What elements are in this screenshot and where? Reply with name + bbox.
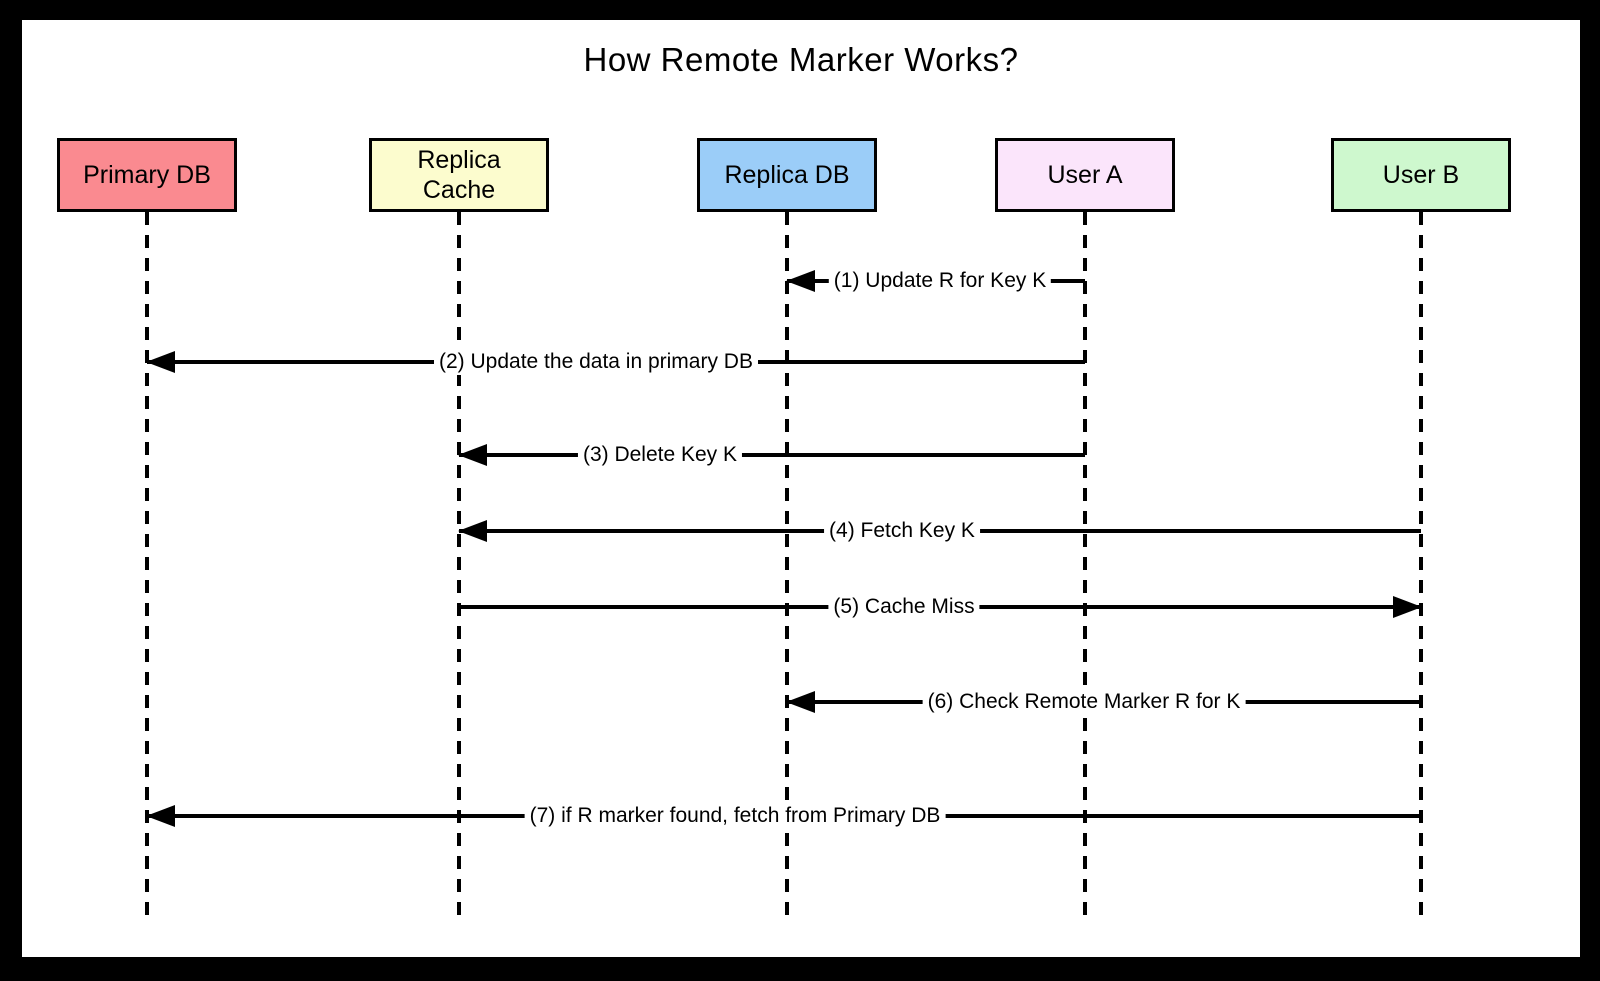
arrowhead-icon — [1393, 596, 1422, 618]
arrowhead-icon — [146, 351, 175, 373]
actor-box-replica-db: Replica DB — [697, 138, 877, 212]
actor-box-primary-db: Primary DB — [57, 138, 237, 212]
actor-label-replica-cache: Replica Cache — [417, 145, 501, 205]
actor-box-user-b: User B — [1331, 138, 1511, 212]
lifeline-user-b — [1419, 212, 1423, 920]
message-label-1: (1) Update R for Key K — [828, 268, 1052, 294]
lifeline-primary-db — [145, 212, 149, 920]
actor-box-replica-cache: Replica Cache — [369, 138, 549, 212]
arrowhead-icon — [458, 444, 487, 466]
lifeline-user-a — [1083, 212, 1087, 920]
actor-label-primary-db: Primary DB — [83, 160, 211, 189]
message-line-3 — [459, 453, 1085, 457]
actor-box-user-a: User A — [995, 138, 1175, 212]
lifeline-replica-cache — [457, 212, 461, 920]
message-label-7: (7) if R marker found, fetch from Primar… — [524, 803, 946, 829]
actor-label-user-b: User B — [1382, 160, 1460, 189]
arrowhead-icon — [146, 805, 175, 827]
message-label-5: (5) Cache Miss — [828, 594, 980, 620]
arrowhead-icon — [786, 270, 815, 292]
arrowhead-icon — [786, 691, 815, 713]
actor-label-replica-db: Replica DB — [724, 160, 850, 189]
lifeline-replica-db — [785, 212, 789, 920]
arrowhead-icon — [458, 520, 487, 542]
message-label-4: (4) Fetch Key K — [824, 518, 980, 544]
message-label-6: (6) Check Remote Marker R for K — [922, 689, 1246, 715]
actor-label-user-a: User A — [1047, 160, 1123, 189]
message-label-3: (3) Delete Key K — [577, 442, 743, 468]
message-label-2: (2) Update the data in primary DB — [434, 349, 758, 375]
diagram-title: How Remote Marker Works? — [583, 41, 1019, 78]
